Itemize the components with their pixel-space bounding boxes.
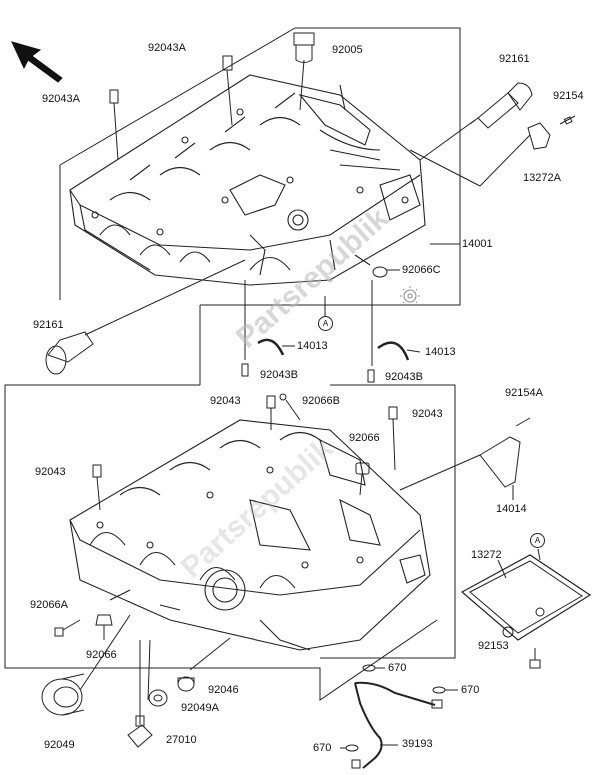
- label-670-a: 670: [388, 662, 407, 674]
- label-14013-left: 14013: [297, 340, 328, 352]
- label-92043-a: 92043: [210, 395, 241, 407]
- plug-92161-top: [469, 82, 533, 129]
- cover-13272A: [527, 122, 551, 150]
- label-92043A-top: 92043A: [148, 42, 186, 54]
- cap-92066A: [54, 627, 64, 637]
- gasket-13272: [460, 554, 592, 641]
- label-92043-c: 92043: [35, 466, 66, 478]
- seal-92049: [41, 673, 85, 716]
- label-13272A: 13272A: [523, 172, 561, 184]
- ref-mark-a-upper: A: [318, 316, 333, 331]
- ref-mark-a-lower: A: [530, 533, 545, 548]
- label-92066: 92066: [349, 432, 380, 444]
- dowel-92043B-right: [367, 369, 375, 383]
- label-92043A-left: 92043A: [42, 93, 80, 105]
- o-ring-670-b: [432, 686, 446, 694]
- label-39193: 39193: [402, 738, 433, 750]
- front-direction-arrow-icon: [11, 41, 63, 83]
- lower-crankcase: [69, 419, 431, 651]
- label-92043B-right: 92043B: [385, 371, 423, 383]
- plug-92066-low: [95, 614, 113, 626]
- switch-27010: [127, 640, 153, 748]
- bolt-92153: [529, 659, 541, 669]
- label-92154: 92154: [553, 90, 584, 102]
- dowel-92043B-left: [241, 363, 249, 377]
- pipe-39193: [354, 681, 436, 769]
- seal-92049A: [148, 689, 168, 707]
- dowel-92043-b: [388, 406, 398, 420]
- label-92049: 92049: [44, 739, 75, 751]
- label-670-c: 670: [313, 742, 332, 754]
- label-92153: 92153: [478, 640, 509, 652]
- o-ring-670-c: [345, 744, 359, 752]
- gear-icon: [400, 286, 420, 306]
- sleeve-92046: [177, 676, 195, 692]
- banjo-bolt: [431, 699, 443, 709]
- label-27010: 27010: [166, 734, 197, 746]
- label-92066A: 92066A: [30, 599, 68, 611]
- label-14001: 14001: [462, 238, 493, 250]
- bolt-92154: [559, 115, 576, 125]
- nozzle-92005: [293, 32, 315, 63]
- bearing-14013-left: [257, 338, 285, 356]
- label-14013-right: 14013: [425, 346, 456, 358]
- label-13272: 13272: [471, 549, 502, 561]
- dowel-92043-a: [266, 395, 276, 409]
- bracket-14014: [479, 436, 521, 488]
- label-92066B: 92066B: [302, 395, 340, 407]
- label-92043B-left: 92043B: [260, 369, 298, 381]
- label-14014: 14014: [496, 503, 527, 515]
- upper-crankcase: [69, 74, 426, 286]
- plug-92161-left: [45, 259, 246, 375]
- label-92161-top: 92161: [499, 53, 530, 65]
- plug-92066: [355, 462, 370, 475]
- label-92066-low: 92066: [86, 649, 117, 661]
- dowel-92043A-left: [109, 89, 119, 104]
- cap-92066C: [372, 266, 388, 278]
- bearing-14013-right: [377, 341, 410, 361]
- label-92046: 92046: [208, 684, 239, 696]
- label-92154A: 92154A: [505, 387, 543, 399]
- label-92005: 92005: [332, 44, 363, 56]
- label-92049A: 92049A: [181, 702, 219, 714]
- cap-92066B: [279, 393, 287, 401]
- label-92161-left: 92161: [33, 319, 64, 331]
- dowel-92043-c: [92, 464, 102, 478]
- bolt-92154A: [515, 417, 531, 427]
- label-670-b: 670: [461, 684, 480, 696]
- label-92043-b: 92043: [412, 408, 443, 420]
- label-92066C: 92066C: [402, 264, 441, 276]
